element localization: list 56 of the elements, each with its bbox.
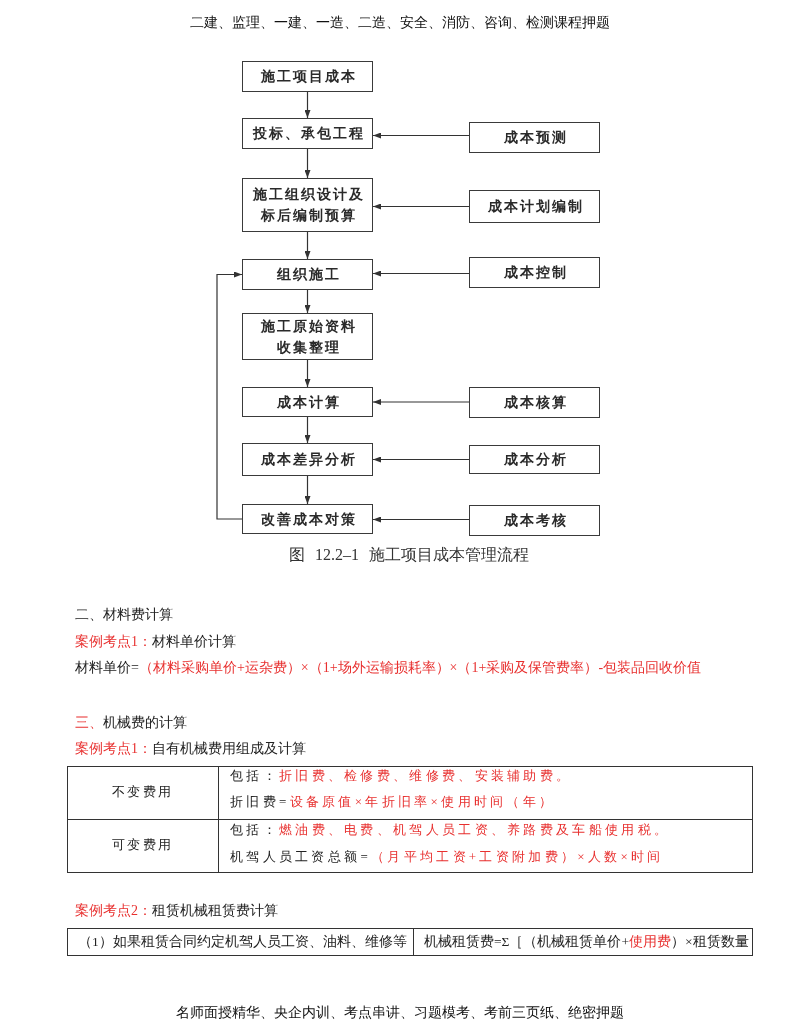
formula-text: 折旧费= [230,794,290,809]
arrow [372,456,470,463]
figure-caption: 图 12.2–1 施工项目成本管理流程 [289,545,529,565]
list-lead: 包括： [230,822,279,837]
process-box: 组织施工 [242,259,373,290]
arrow [372,399,470,405]
process-box: 投标、承包工程 [242,118,373,149]
formula-text: 机驾人员工资总额= [230,849,372,864]
condition-text: （1）如果租赁合同约定机驾人员工资、油料、维修等 [78,934,407,949]
process-box: 成本控制 [469,257,600,288]
section-number: 三、 [75,715,103,730]
header-text: 二建、监理、一建、一造、二造、安全、消防、咨询、检测课程押题 [190,14,610,30]
row-heading: 不变费用 [111,784,174,799]
case-label: 案例考点1： [75,634,152,649]
list-lead: 包括： [230,768,279,783]
arrow [372,270,470,277]
arrow [372,132,470,139]
formula-text: 机械租赁费=Σ［（机械租赁单价+ [424,934,630,949]
arrow [304,359,311,388]
process-box: 施工原始资料收集整理 [242,313,373,360]
formula-text: （材料采购单价+运杂费）×（1+场外运输损耗率）×（1+采购及保管费率）-包装品回收价值 [138,660,702,675]
arrow [304,289,311,314]
process-box: 成本核算 [469,387,600,418]
section-heading: 二、材料费计算 [75,607,173,622]
process-box: 成本差异分析 [242,443,373,476]
case-heading: 材料单价计算 [152,634,236,649]
arrow [372,203,470,210]
case-label: 案例考点1： [75,741,152,756]
formula-text: （月平均工资+工资附加费）×人数×时间 [371,849,664,864]
formula-text: 使用费 [629,934,672,949]
arrow [304,91,311,119]
arrow [216,271,243,520]
arrow [372,516,470,523]
formula-text: 材料单价= [75,660,139,675]
case-heading: 租赁机械租赁费计算 [152,903,278,918]
arrow [304,148,311,179]
item-list: 折旧费、检修费、维修费、安装辅助费。 [278,768,573,783]
process-box: 改善成本对策 [242,504,373,534]
process-box: 施工项目成本 [242,61,373,92]
footer-text: 名师面授精华、央企内训、考点串讲、习题模考、考前三页纸、绝密押题 [176,1004,624,1020]
case-label: 案例考点2： [75,903,152,918]
formula-text: ）×租赁数量 [671,934,749,949]
process-box: 成本分析 [469,445,600,474]
process-box: 成本计划编制 [469,190,600,223]
item-list: 燃油费、电费、机驾人员工资、养路费及车船使用税。 [278,822,671,837]
arrow [304,416,311,444]
section-heading: 机械费的计算 [103,715,187,730]
process-box: 施工组织设计及标后编制预算 [242,178,373,232]
row-heading: 可变费用 [111,837,174,852]
process-box: 成本预测 [469,122,600,153]
arrow [304,475,311,505]
case-heading: 自有机械费用组成及计算 [152,741,306,756]
process-box: 成本计算 [242,387,373,417]
process-box: 成本考核 [469,505,600,536]
arrow [304,231,311,260]
formula-text: 设备原值×年折旧率×使用时间（年） [289,794,556,809]
